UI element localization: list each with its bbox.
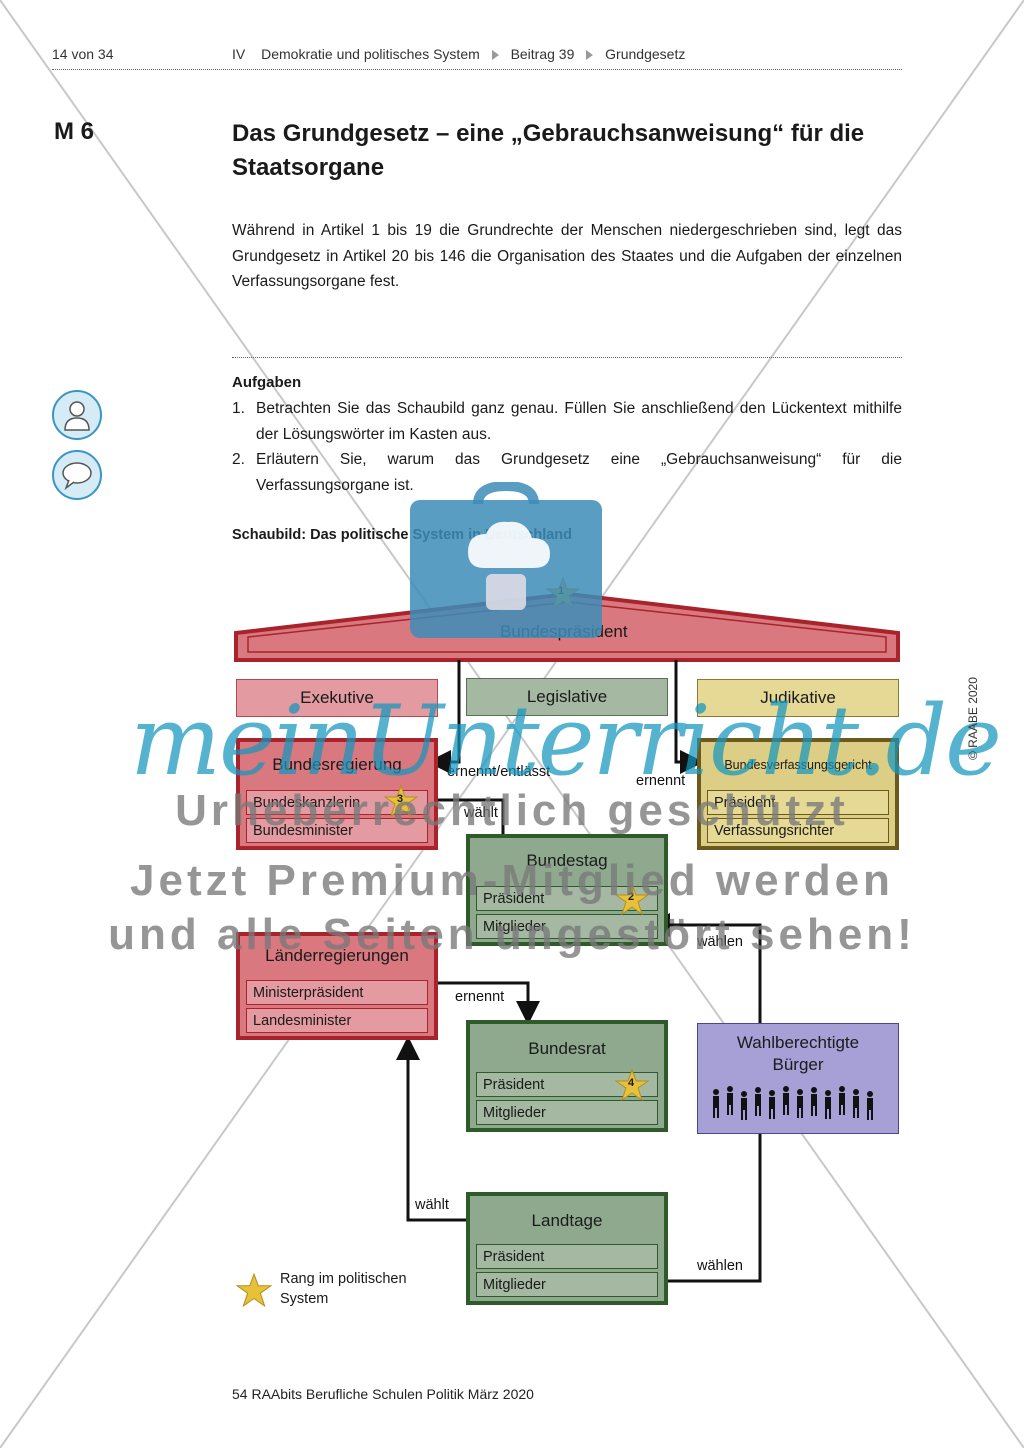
task-list: 1. Betrachten Sie das Schaubild ganz gena… — [232, 396, 902, 498]
bundesverfassungsgericht-title: Bundesverfassungsgericht — [724, 758, 872, 772]
landtage-box: Landtage Präsident Mitglieder — [466, 1192, 668, 1305]
bundesverfassungsgericht-row: Präsident — [707, 790, 889, 815]
tasks-heading: Aufgaben — [232, 374, 302, 391]
legend-label: Rang im politischen System — [280, 1271, 407, 1307]
bundesrat-title: Bundesrat — [528, 1039, 606, 1058]
laenderregierungen-row: Ministerpräsident — [246, 980, 428, 1005]
material-label: M 6 — [54, 118, 95, 145]
breadcrumb-arrow-icon — [491, 50, 499, 61]
arrow-label-ernennt-entlaesst: ernennt/entlässt — [447, 764, 551, 780]
landtage-title: Landtage — [531, 1211, 603, 1230]
legend-star-icon — [235, 1272, 273, 1308]
watermark-line3: und alle Seiten ungestört sehen! — [108, 910, 916, 959]
rank-number: 4 — [628, 1077, 635, 1089]
laenderregierungen-row: Landesminister — [246, 1008, 428, 1033]
section-divider — [232, 357, 902, 358]
bundesrat-row: Mitglieder — [476, 1100, 658, 1125]
page-number: 14 von 34 — [52, 46, 114, 62]
arrow-label-waehlen-lt: wählen — [697, 1258, 743, 1274]
copyright-note-wrap: © RAABE 2020 — [966, 676, 982, 766]
bundesregierung-title: Bundesregierung — [272, 755, 402, 774]
watermark-line1: Urheberrechtlich geschützt — [175, 786, 849, 835]
task-text: Erläutern Sie, warum das Grundgesetz ein… — [256, 451, 902, 494]
watermark-line2: Jetzt Premium-Mitglied werden — [130, 856, 894, 905]
breadcrumb-section: IV — [232, 46, 246, 62]
buerger-box: Wahlberechtigte Bürger — [697, 1023, 899, 1134]
person-icon — [52, 390, 102, 440]
task-item: 2. Erläutern Sie, warum das Grundgesetz e… — [232, 447, 902, 498]
star-icon: 3 — [383, 784, 419, 818]
arrow-label-waehlt-lr: wählt — [415, 1197, 449, 1213]
speech-bubble-icon — [52, 450, 102, 500]
exekutive-label: Exekutive — [236, 679, 438, 717]
bundesverfassungsgericht-row: Verfassungsrichter — [707, 818, 889, 843]
arrow-label-waehlen-bt: wählen — [697, 934, 743, 950]
intro-text: Während in Artikel 1 bis 19 die Grundrec… — [232, 222, 902, 290]
star-icon: 4 — [614, 1068, 650, 1102]
header-divider — [52, 69, 902, 70]
rank-number: 3 — [397, 793, 404, 805]
page-title: Das Grundgesetz – eine „Gebrauchsanweisu… — [232, 120, 865, 181]
legislative-label: Legislative — [466, 678, 668, 716]
watermark-logo: meinUnterricht.de — [130, 685, 1002, 797]
landtage-row: Mitglieder — [476, 1272, 658, 1297]
breadcrumb: IV Demokratie und politisches System Bei… — [232, 46, 685, 62]
breadcrumb-arrow-icon — [586, 50, 594, 61]
bundesregierung-row: Bundesminister — [246, 818, 428, 843]
landtage-row: Präsident — [476, 1244, 658, 1269]
bundestag-row: Mitglieder — [476, 914, 658, 939]
laenderregierungen-box: Länderregierungen Ministerpräsident Land… — [236, 932, 438, 1040]
buerger-title: Wahlberechtigte Bürger — [736, 1033, 860, 1074]
briefcase-icon — [410, 482, 602, 638]
bundestag-title: Bundestag — [526, 851, 608, 870]
arrow-label-ernennt-bvg: ernennt — [636, 773, 686, 789]
judikative-label: Judikative — [697, 679, 899, 717]
task-number: 1. — [232, 400, 245, 417]
bundesverfassungsgericht-box: Bundesverfassungsgericht Präsident Verfa… — [697, 738, 899, 850]
laenderregierungen-title: Länderregierungen — [265, 946, 409, 965]
footer-text: 54 RAAbits Berufliche Schulen Politik Mä… — [232, 1386, 534, 1402]
task-item: 1. Betrachten Sie das Schaubild ganz gena… — [232, 396, 902, 447]
copyright-note: © RAABE 2020 — [966, 677, 980, 760]
star-icon: 2 — [614, 882, 650, 916]
task-text: Betrachten Sie das Schaubild ganz genau.… — [256, 400, 902, 443]
breadcrumb-beitrag: Beitrag 39 — [510, 46, 575, 62]
breadcrumb-topic: Demokratie und politisches System — [261, 46, 480, 62]
breadcrumb-subject: Grundgesetz — [605, 46, 686, 62]
arrow-label-waehlt-bk: wählt — [464, 805, 498, 821]
task-number: 2. — [232, 451, 245, 468]
arrow-label-ernennt-br: ernennt — [455, 989, 505, 1005]
rank-number: 2 — [628, 891, 635, 903]
crowd-icon — [713, 1086, 873, 1120]
